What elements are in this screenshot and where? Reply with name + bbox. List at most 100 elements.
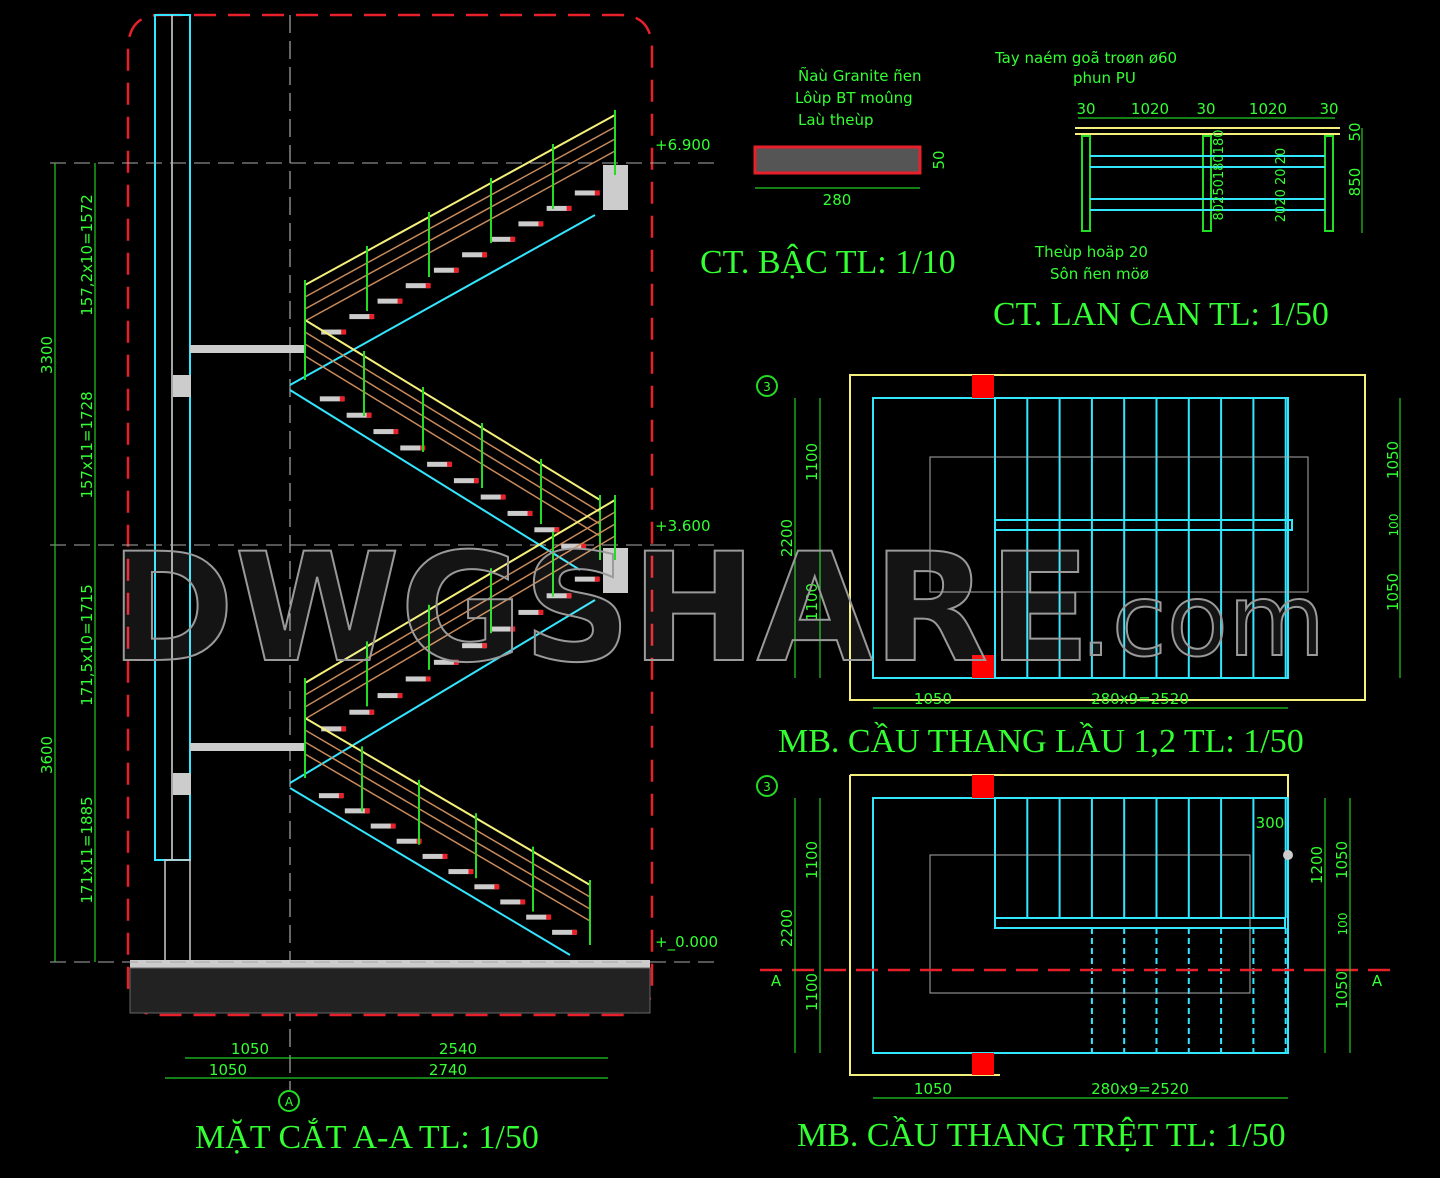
dim-text: 2740 — [429, 1061, 467, 1079]
dim-text: 1200 — [1308, 846, 1326, 884]
level-label: +3.600 — [655, 517, 711, 535]
column — [972, 775, 994, 798]
tread-nosing — [554, 527, 560, 533]
section-title: MẶT CẮT A-A TL: 1/50 — [195, 1118, 539, 1156]
rail-bar — [304, 753, 591, 922]
dim-text: 1050 — [1384, 573, 1402, 611]
note: Ñaù Granite ñen — [798, 66, 921, 85]
tread-nosing — [546, 914, 552, 920]
stair-tread — [349, 314, 374, 320]
section-mark: A — [771, 972, 782, 990]
dim-text: 2200 — [778, 909, 796, 947]
tread-nosing — [397, 693, 403, 699]
level-label: +_0.000 — [655, 933, 718, 952]
post — [1202, 135, 1212, 232]
dim-text: 1050 — [914, 1080, 952, 1098]
rail-bar — [304, 511, 616, 696]
rail-bar — [304, 523, 616, 708]
tread-nosing — [510, 236, 516, 242]
tread-nosing — [594, 576, 600, 582]
dim-text: 1020 — [1131, 100, 1169, 118]
axis-bubble — [756, 375, 778, 397]
stair-tread — [462, 252, 487, 258]
dim-text: 157x11=1728 — [78, 391, 96, 498]
rail-bar — [304, 741, 591, 910]
tread-nosing — [447, 461, 453, 467]
dim-text: 280 — [823, 191, 852, 209]
post — [1081, 135, 1091, 232]
dim-text: 1100 — [803, 583, 821, 621]
tread-nosing — [390, 823, 396, 829]
stair-tread — [561, 543, 586, 549]
tread-nosing — [393, 429, 399, 435]
dim-text: 50 — [1346, 122, 1364, 141]
watermark: DWGSHARE .com — [109, 521, 1326, 697]
plan-upper: 3 2200 1100 1100 1050 100 1050 1050 280x… — [756, 374, 1402, 760]
stair-tread — [480, 494, 505, 500]
dim-text: 1050 — [209, 1061, 247, 1079]
section-boundary — [126, 13, 654, 1017]
stair-tread — [321, 726, 346, 732]
dim-text: 30 — [1319, 100, 1338, 118]
tread-nosing — [397, 298, 403, 304]
rail-bar — [304, 331, 601, 513]
rail-bar — [304, 729, 591, 898]
stair-tread — [546, 205, 571, 211]
ground-slab — [130, 960, 650, 968]
stair-flights — [289, 110, 616, 956]
handrail — [304, 717, 591, 886]
note: Lôùp BT moûng — [795, 89, 913, 107]
watermark-suffix: .com — [1080, 562, 1325, 679]
plan-wall — [849, 374, 1366, 701]
ground-hatch — [129, 967, 651, 1014]
tread-nosing — [566, 593, 572, 599]
note: Theùp hoäp 20 — [1034, 243, 1148, 261]
tread-nosing — [453, 267, 459, 273]
stair-outline — [872, 397, 1289, 679]
stair-tread — [344, 808, 369, 814]
section-mark: A — [1372, 972, 1383, 990]
level-label: +6.900 — [655, 136, 711, 154]
stair-tread — [490, 236, 515, 242]
dim-text: 1050 — [1333, 971, 1351, 1009]
dim-text: 50 — [930, 150, 948, 169]
axis-label: 3 — [763, 380, 771, 394]
plan-upper-title: MB. CẦU THANG LẦU 1,2 TL: 1/50 — [778, 722, 1304, 760]
stair-tread — [474, 884, 499, 890]
tread-nosing — [364, 808, 370, 814]
tread-nosing — [425, 676, 431, 682]
stair-tread — [346, 412, 371, 418]
dim-text: 100 — [1336, 913, 1350, 936]
step-detail-title: CT. BẬC TL: 1/10 — [700, 244, 956, 281]
stair-tread — [518, 221, 543, 227]
tread-nosing — [338, 793, 344, 799]
dim-text: 1020 — [1249, 100, 1287, 118]
stair-tread — [453, 478, 478, 484]
tread-nosing — [482, 643, 488, 649]
tread-nosing — [366, 412, 372, 418]
stair-tread — [405, 676, 430, 682]
stair-tread — [370, 823, 395, 829]
dim-text: 100 — [1387, 514, 1401, 537]
tread-nosing — [510, 626, 516, 632]
tread-nosing — [566, 205, 572, 211]
dim-text: 850 — [1346, 168, 1364, 197]
stair-stringer — [289, 787, 571, 956]
tread-nosing — [339, 396, 345, 402]
stair-outline — [872, 797, 1289, 1054]
dim-text: 1100 — [803, 973, 821, 1011]
stair-tread — [422, 853, 447, 859]
dim-text: 280x9=2520 — [1091, 690, 1189, 708]
stair-tread — [318, 793, 343, 799]
stair-stringer — [289, 389, 581, 571]
dim-text: 30 — [1196, 100, 1215, 118]
tread-nosing — [473, 478, 479, 484]
step-detail: Ñaù Granite ñen Lôùp BT moûng Laù theùp … — [700, 66, 956, 281]
tread-nosing — [341, 726, 347, 732]
column — [972, 655, 994, 678]
dim-text: 3300 — [38, 336, 56, 374]
dim-text: 1050 — [1384, 441, 1402, 479]
stair-tread — [400, 445, 425, 451]
